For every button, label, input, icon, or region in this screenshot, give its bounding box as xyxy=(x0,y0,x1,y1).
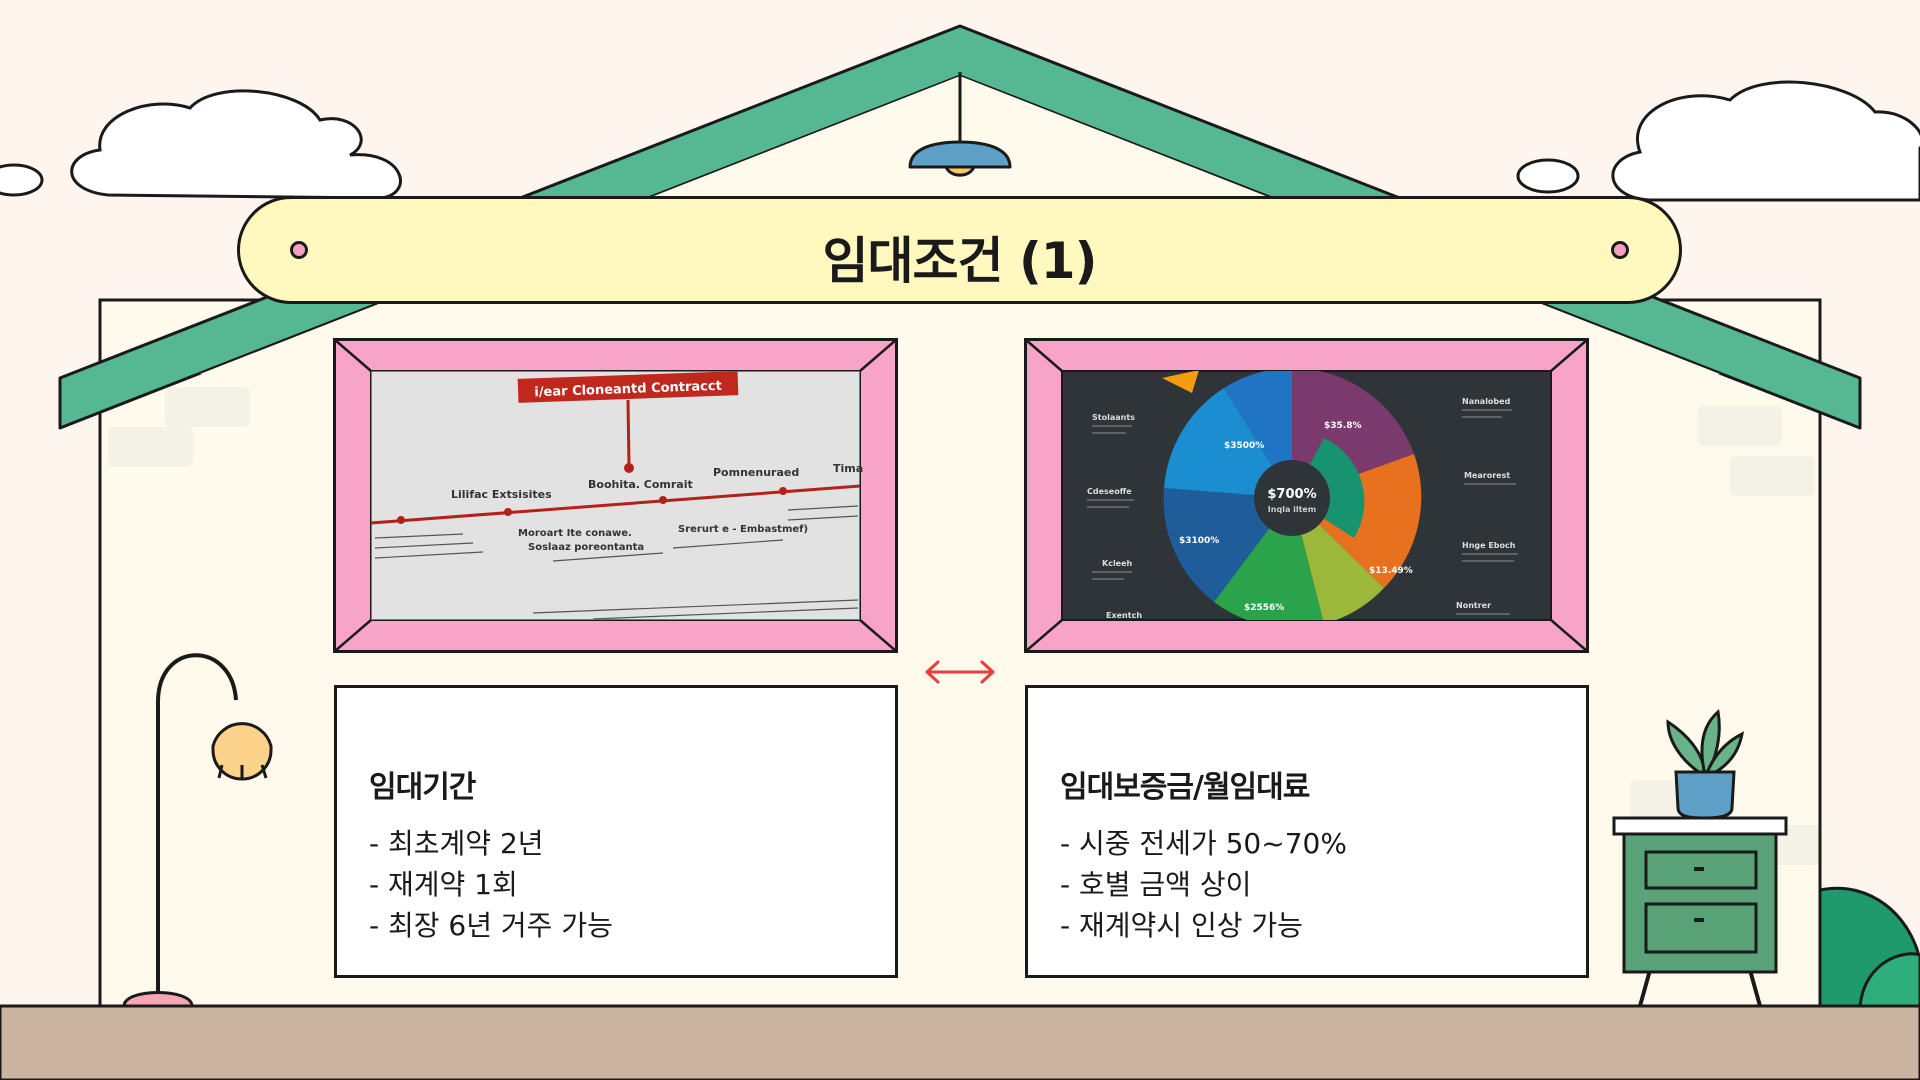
timeline-label: Pomnenuraed xyxy=(713,466,799,479)
pie-side-label: Hnge Eboch xyxy=(1462,541,1516,550)
list-item: - 재계약 1회 xyxy=(369,868,518,901)
list-item: - 시중 전세가 50~70% xyxy=(1060,827,1347,860)
image-frame-right: $700% Inqla iltem $3500% $35.8% $3100% $… xyxy=(1024,338,1589,653)
image-frame-left: i/ear Cloneantd Contracct Lilifac Extsis… xyxy=(333,338,898,653)
info-card-lease-period: 임대기간 - 최초계약 2년 - 재계약 1회 - 최장 6년 거주 가능 xyxy=(334,685,898,978)
ground xyxy=(0,1004,1920,1080)
pie-center-value: $700% xyxy=(1267,487,1316,502)
timeline-label: Soslaaz poreontanta xyxy=(528,542,644,553)
pie-side-label: Nontrer xyxy=(1456,601,1491,610)
timeline-label: Srerurt e - Embastmef) xyxy=(678,524,808,535)
list-item: - 최초계약 2년 xyxy=(369,827,544,860)
banner-dot-right xyxy=(1611,241,1629,259)
pie-slice-label: $3500% xyxy=(1224,441,1264,451)
pie-side-label: Mearorest xyxy=(1464,471,1510,480)
double-arrow-icon xyxy=(925,660,995,684)
bush-icon xyxy=(1818,886,1920,1008)
list-item: - 호별 금액 상이 xyxy=(1060,868,1252,901)
card-list: - 시중 전세가 50~70% - 호별 금액 상이 - 재계약시 인상 가능 xyxy=(1060,823,1347,946)
potted-plant-icon xyxy=(1666,709,1745,820)
timeline-label: Tima xyxy=(833,462,863,475)
pie-side-label: Nanalobed xyxy=(1462,397,1511,406)
pie-slice-label: $2556% xyxy=(1244,603,1284,613)
pie-side-label: Kcleeh xyxy=(1102,559,1133,568)
pie-slice-label: $13.49% xyxy=(1369,566,1413,576)
pie-slice-label: $3100% xyxy=(1179,536,1219,546)
info-card-deposit-rent: 임대보증금/월임대료 - 시중 전세가 50~70% - 호별 금액 상이 - … xyxy=(1025,685,1589,978)
timeline-label: Lilifac Extsisites xyxy=(451,488,552,501)
cloud-left xyxy=(0,89,402,200)
card-list: - 최초계약 2년 - 재계약 1회 - 최장 6년 거주 가능 xyxy=(369,823,613,946)
side-cabinet xyxy=(1612,816,1788,1007)
ceiling-lamp-icon xyxy=(908,72,1012,177)
list-item: - 재계약시 인상 가능 xyxy=(1060,909,1303,942)
floor-lamp-icon xyxy=(122,653,273,1008)
roof xyxy=(58,24,1862,430)
pie-slice-label: $35.8% xyxy=(1324,421,1362,431)
timeline-label: Boohita. Comrait xyxy=(588,478,693,491)
cloud-right xyxy=(1516,80,1920,202)
pie-side-label: Stolaants xyxy=(1092,413,1135,422)
pie-center-sub: Inqla iltem xyxy=(1268,505,1316,514)
title-banner: 임대조건 (1) xyxy=(237,196,1682,304)
timeline-photo xyxy=(370,370,861,621)
card-title: 임대보증금/월임대료 xyxy=(1060,770,1310,805)
banner-dot-left xyxy=(290,241,308,259)
pie-side-label: Exentch xyxy=(1106,611,1142,620)
timeline-heading: i/ear Cloneantd Contracct xyxy=(534,379,722,401)
timeline-label: Moroart Ite conawe. xyxy=(518,528,632,539)
card-title: 임대기간 xyxy=(369,770,476,805)
pie-side-label: Cdeseoffe xyxy=(1087,487,1132,496)
list-item: - 최장 6년 거주 가능 xyxy=(369,909,613,942)
page-title: 임대조건 (1) xyxy=(822,232,1098,290)
